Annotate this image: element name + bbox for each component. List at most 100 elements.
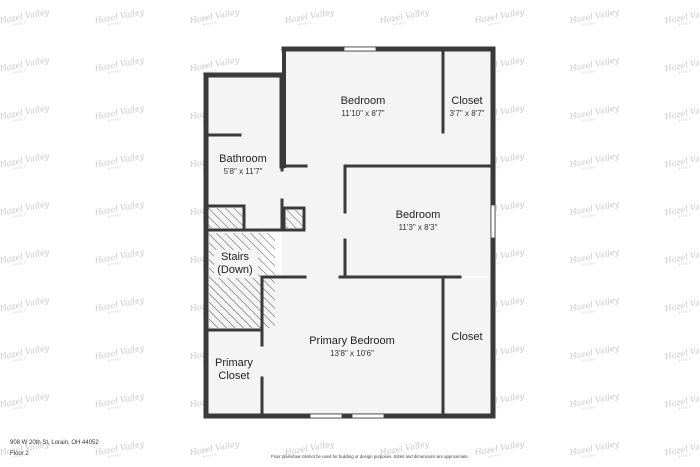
svg-text:HOMES: HOMES bbox=[107, 117, 121, 123]
room-dimensions: 5'8" x 11'7" bbox=[224, 167, 263, 176]
svg-text:HOMES: HOMES bbox=[677, 453, 691, 459]
room-dimensions: 11'3" x 8'3" bbox=[399, 223, 438, 232]
svg-text:HOMES: HOMES bbox=[107, 165, 121, 171]
svg-text:HOMES: HOMES bbox=[392, 453, 406, 459]
svg-text:HOMES: HOMES bbox=[107, 357, 121, 363]
svg-text:HOMES: HOMES bbox=[202, 21, 216, 27]
room-label: Primary bbox=[215, 357, 253, 369]
disclaimer-text: Floor plans/tour cannot be used for buil… bbox=[270, 454, 469, 459]
room-label-line2: Closet bbox=[218, 370, 249, 382]
svg-text:HOMES: HOMES bbox=[202, 453, 216, 459]
svg-text:HOMES: HOMES bbox=[677, 213, 691, 219]
room-bedroom-1: Bedroom 11'10" x 8'7" bbox=[341, 95, 386, 118]
room-dimensions: 13'8" x 10'6" bbox=[330, 349, 374, 358]
svg-text:HOMES: HOMES bbox=[677, 261, 691, 267]
floor-label: Floor 2 bbox=[10, 451, 29, 457]
svg-text:HOMES: HOMES bbox=[582, 117, 596, 123]
svg-text:HOMES: HOMES bbox=[677, 165, 691, 171]
svg-text:HOMES: HOMES bbox=[12, 309, 26, 315]
room-stairs: Stairs (Down) bbox=[214, 250, 258, 278]
room-label-line2: (Down) bbox=[217, 264, 252, 276]
svg-text:HOMES: HOMES bbox=[582, 405, 596, 411]
svg-text:HOMES: HOMES bbox=[12, 453, 26, 459]
svg-text:HOMES: HOMES bbox=[12, 261, 26, 267]
svg-text:HOMES: HOMES bbox=[12, 357, 26, 363]
svg-text:HOMES: HOMES bbox=[297, 21, 311, 27]
svg-text:HOMES: HOMES bbox=[392, 21, 406, 27]
windows bbox=[309, 46, 496, 419]
svg-text:HOMES: HOMES bbox=[12, 405, 26, 411]
svg-text:HOMES: HOMES bbox=[107, 309, 121, 315]
room-label: Bedroom bbox=[341, 95, 386, 107]
room-bedroom-2: Bedroom 11'3" x 8'3" bbox=[396, 209, 441, 232]
stairs-hatch bbox=[209, 233, 275, 328]
svg-text:HOMES: HOMES bbox=[107, 21, 121, 27]
room-label: Bathroom bbox=[219, 153, 267, 165]
svg-text:HOMES: HOMES bbox=[677, 405, 691, 411]
bath-closet-hatch bbox=[286, 210, 303, 228]
floor-fill bbox=[206, 49, 493, 416]
svg-text:HOMES: HOMES bbox=[297, 453, 311, 459]
room-bathroom: Bathroom 5'8" x 11'7" bbox=[219, 153, 267, 176]
walls bbox=[203, 46, 496, 419]
room-dimensions: 3'7" x 8'7" bbox=[450, 109, 485, 118]
svg-text:HOMES: HOMES bbox=[202, 69, 216, 75]
svg-text:HOMES: HOMES bbox=[12, 69, 26, 75]
svg-text:HOMES: HOMES bbox=[582, 21, 596, 27]
svg-text:HOMES: HOMES bbox=[487, 453, 501, 459]
svg-text:HOMES: HOMES bbox=[582, 357, 596, 363]
svg-text:HOMES: HOMES bbox=[107, 69, 121, 75]
svg-text:HOMES: HOMES bbox=[582, 261, 596, 267]
svg-text:HOMES: HOMES bbox=[677, 309, 691, 315]
svg-text:HOMES: HOMES bbox=[582, 69, 596, 75]
svg-text:HOMES: HOMES bbox=[107, 213, 121, 219]
svg-text:HOMES: HOMES bbox=[677, 117, 691, 123]
room-label: Stairs bbox=[221, 251, 250, 263]
svg-text:HOMES: HOMES bbox=[582, 309, 596, 315]
bath-cabinet-hatch bbox=[208, 208, 243, 228]
svg-text:HOMES: HOMES bbox=[677, 21, 691, 27]
svg-text:HOMES: HOMES bbox=[582, 213, 596, 219]
room-dimensions: 11'10" x 8'7" bbox=[341, 109, 384, 118]
room-closet-1: Closet 3'7" x 8'7" bbox=[450, 95, 485, 118]
svg-text:HOMES: HOMES bbox=[107, 405, 121, 411]
svg-text:HOMES: HOMES bbox=[12, 165, 26, 171]
svg-text:HOMES: HOMES bbox=[487, 21, 501, 27]
